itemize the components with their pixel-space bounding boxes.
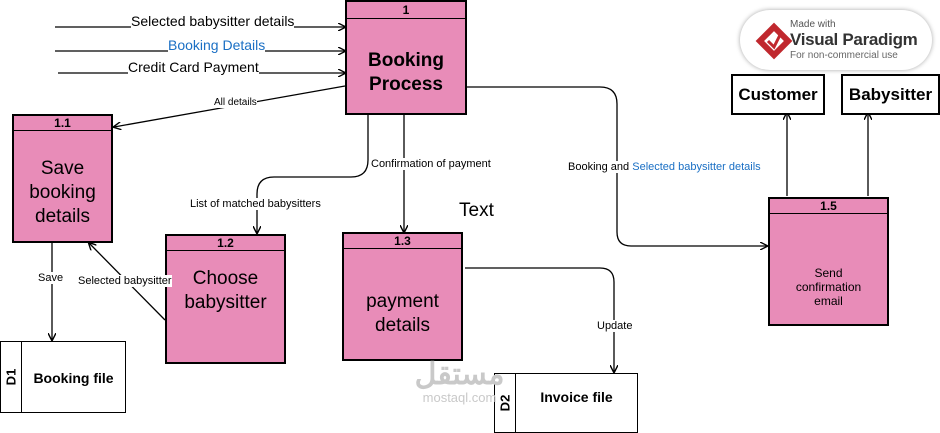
- process-name: Choose babysitter: [184, 268, 267, 313]
- flow-label-save: Save: [38, 272, 64, 284]
- badge-made-with: Made with: [790, 19, 836, 30]
- input-label-selected-babysitter-details: Selected babysitter details: [131, 13, 295, 29]
- datastore-name: Invoice file: [540, 389, 613, 405]
- flow-label-list-matched: List of matched babysitters: [190, 198, 321, 210]
- process-number: 1.3: [344, 234, 461, 249]
- process-name: Save booking details: [29, 158, 96, 227]
- datastore-booking-file[interactable]: D1 Booking file: [0, 341, 126, 413]
- process-save-booking-details[interactable]: 1.1 Save booking details: [12, 114, 113, 243]
- process-booking[interactable]: 1 Booking Process: [345, 0, 467, 115]
- flow-label-booking-and: Booking and: [568, 161, 630, 173]
- process-number: 1: [347, 2, 465, 19]
- datastore-id-cell: D1: [1, 342, 22, 412]
- entity-customer[interactable]: Customer: [731, 74, 825, 115]
- badge-brand: Visual Paradigm: [790, 30, 918, 49]
- datastore-right-edge: [124, 342, 126, 412]
- datastore-right-edge: [636, 374, 638, 432]
- datastore-id: D1: [3, 368, 19, 386]
- input-label-booking-details: Booking Details: [168, 37, 266, 53]
- datastore-name: Booking file: [33, 370, 114, 386]
- visual-paradigm-badge: Made with Visual Paradigm For non-commer…: [740, 10, 932, 70]
- visual-paradigm-logo-icon: [755, 22, 793, 60]
- floating-text: Text: [459, 200, 494, 221]
- process-send-confirmation-email[interactable]: 1.5 Send confirmation email: [768, 197, 889, 326]
- process-number: 1.1: [14, 116, 111, 131]
- flow-label-selected-babysitter: Selected babysitter: [78, 275, 172, 287]
- process-number: 1.2: [167, 236, 284, 251]
- flow-list-matched: [257, 115, 369, 233]
- process-payment-details[interactable]: 1.3 payment details: [342, 232, 463, 361]
- flow-label-all-details: All details: [214, 97, 257, 108]
- watermark-latin: mostaql.com: [422, 390, 497, 405]
- datastore-id-cell: D2: [495, 374, 516, 432]
- entity-babysitter[interactable]: Babysitter: [841, 74, 940, 115]
- process-choose-babysitter[interactable]: 1.2 Choose babysitter: [165, 234, 286, 364]
- datastore-invoice-file[interactable]: D2 Invoice file: [494, 373, 638, 433]
- flow-update: [465, 267, 614, 372]
- process-number: 1.5: [770, 199, 887, 214]
- flow-label-confirmation-payment: Confirmation of payment: [371, 158, 491, 170]
- flow-label-selected-details: Selected babysitter details: [632, 161, 761, 173]
- process-name: payment details: [366, 291, 439, 336]
- flow-label-update: Update: [597, 320, 633, 332]
- watermark-arabic: مستقل: [414, 358, 505, 391]
- flow-label-booking-selected: Booking and Selected babysitter details: [568, 161, 761, 173]
- watermark: مستقل mostaql.com: [412, 360, 507, 406]
- process-name: Booking Process: [368, 50, 444, 95]
- badge-sub: For non-commercial use: [790, 50, 898, 61]
- input-label-credit-card-payment: Credit Card Payment: [128, 59, 259, 75]
- process-name: Send confirmation email: [795, 266, 862, 308]
